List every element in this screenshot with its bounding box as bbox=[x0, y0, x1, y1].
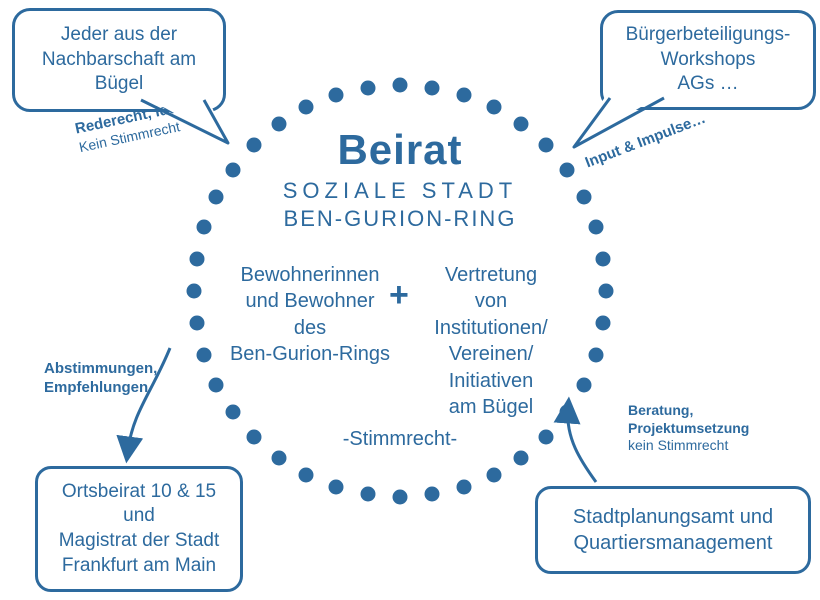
ring-dot bbox=[538, 137, 554, 153]
ring-dot bbox=[225, 162, 241, 178]
ring-dot bbox=[271, 116, 287, 132]
residents-group-text: Bewohnerinnen und Bewohner des Ben-Gurio… bbox=[229, 264, 391, 366]
ring-dot bbox=[559, 162, 575, 178]
ring-dot bbox=[486, 99, 502, 115]
note-beratung-regular: kein Stimmrecht bbox=[628, 437, 729, 453]
ring-dot bbox=[246, 429, 262, 445]
plus-sign: + bbox=[389, 276, 409, 314]
ring-dot bbox=[189, 315, 205, 331]
ring-dot bbox=[196, 347, 212, 363]
ring-dot bbox=[538, 429, 554, 445]
ring-dot bbox=[456, 87, 472, 103]
ring-dot bbox=[486, 467, 502, 483]
bubble-neighbourhood: Jeder aus der Nachbarschaft am Bügel bbox=[12, 8, 226, 112]
ring-dot bbox=[189, 251, 205, 267]
ring-dot bbox=[513, 116, 529, 132]
box-stadtplanungsamt: Stadtplanungsamt und Quartiersmanagement bbox=[535, 486, 811, 574]
circle-subtitle-2: BEN-GURION-RING bbox=[283, 206, 517, 231]
ring-dot bbox=[513, 450, 529, 466]
ring-dot bbox=[598, 283, 614, 299]
note-beratung: Beratung, Projektumsetzung kein Stimmrec… bbox=[628, 402, 749, 455]
ring-dot bbox=[456, 479, 472, 495]
ring-dot bbox=[588, 347, 604, 363]
ring-dot bbox=[559, 404, 575, 420]
ring-dot bbox=[186, 283, 202, 299]
ring-dot bbox=[424, 486, 440, 502]
voting-right-label: -Stimmrecht- bbox=[342, 428, 458, 450]
ring-dot bbox=[588, 219, 604, 235]
ring-dot bbox=[298, 99, 314, 115]
ring-dot bbox=[328, 479, 344, 495]
box-ortsbeirat-magistrat: Ortsbeirat 10 & 15 und Magistrat der Sta… bbox=[35, 466, 243, 592]
ring-dot bbox=[392, 489, 408, 505]
ring-dot bbox=[196, 219, 212, 235]
ring-dot bbox=[595, 251, 611, 267]
note-beratung-bold: Beratung, Projektumsetzung bbox=[628, 402, 750, 436]
ring-dot bbox=[576, 189, 592, 205]
ring-dot bbox=[271, 450, 287, 466]
bubble-workshops: Bürgerbeteiligungs- Workshops AGs … bbox=[600, 10, 816, 110]
ring-dot bbox=[208, 377, 224, 393]
ring-dot bbox=[595, 315, 611, 331]
ring-dot bbox=[360, 486, 376, 502]
circle-subtitle-1: SOZIALE STADT bbox=[282, 178, 518, 203]
ring-dot bbox=[424, 80, 440, 96]
ring-dot bbox=[392, 77, 408, 93]
ring-dot bbox=[225, 404, 241, 420]
note-abstimmungen-bold: Abstimmungen, Empfehlungen bbox=[44, 360, 158, 396]
circle-title: Beirat bbox=[337, 126, 463, 173]
institutions-group-text: Vertretung von Institutionen/ Vereinen/ … bbox=[434, 264, 548, 418]
ring-dot bbox=[328, 87, 344, 103]
note-abstimmungen: Abstimmungen, Empfehlungen bbox=[44, 360, 157, 398]
ring-dot bbox=[246, 137, 262, 153]
ring-dot bbox=[576, 377, 592, 393]
ring-dot bbox=[298, 467, 314, 483]
ring-dot bbox=[360, 80, 376, 96]
ring-dot bbox=[208, 189, 224, 205]
